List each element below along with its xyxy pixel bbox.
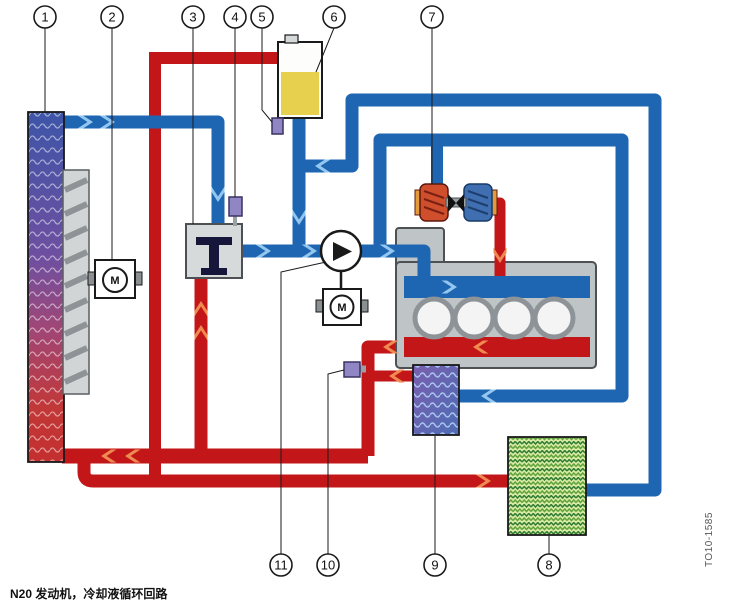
callout-number: 10 <box>321 558 335 573</box>
callout-number: 4 <box>231 10 238 25</box>
callout-number: 6 <box>330 10 337 25</box>
pipe-outer-cold-loop <box>302 93 662 497</box>
callout-circle <box>100 5 124 29</box>
callout-8: 8 <box>537 553 561 577</box>
callouts-bottom: 11 10 9 8 <box>269 553 561 577</box>
callout-7: 7 <box>420 5 444 29</box>
sensor-10 <box>343 361 361 378</box>
callout-circle <box>223 5 247 29</box>
callout-number: 1 <box>41 10 48 25</box>
callout-leader-lines <box>44 27 550 554</box>
thermostat-symbol <box>196 237 232 245</box>
expansion-tank <box>277 34 323 119</box>
pipe-hot-to-heat-exchanger-8 <box>77 456 508 488</box>
callout-5: 5 <box>250 5 274 29</box>
sensor-5 <box>271 117 284 135</box>
turbocharger <box>414 183 498 222</box>
engine-cylinders <box>412 296 576 340</box>
callouts-top: 1 2 3 4 5 6 7 <box>33 5 444 29</box>
heat-exchanger-8 <box>507 436 587 536</box>
callout-number: 11 <box>274 558 288 573</box>
callout-4: 4 <box>223 5 247 29</box>
callout-11: 11 <box>269 553 293 577</box>
callout-circle <box>537 553 561 577</box>
cylinder <box>492 296 536 340</box>
leader-line <box>261 28 273 123</box>
cylinder <box>412 296 456 340</box>
turbo-shaft <box>445 197 467 208</box>
pipe-main-feed <box>240 244 431 284</box>
fan-motor-label: M <box>110 275 119 287</box>
callout-number: 9 <box>431 558 438 573</box>
callout-number: 7 <box>428 10 435 25</box>
pump-motor: M <box>315 288 369 326</box>
electric-coolant-pump <box>319 229 363 290</box>
callout-1: 1 <box>33 5 57 29</box>
tank-cap <box>284 34 299 44</box>
pipe-engine-hot-outlet <box>361 340 404 456</box>
callout-2: 2 <box>100 5 124 29</box>
pipe-inner-cold-loop <box>373 133 629 403</box>
leader-line <box>280 261 327 554</box>
coolant-level <box>281 72 319 115</box>
callout-circle <box>250 5 274 29</box>
callout-9: 9 <box>423 553 447 577</box>
callout-circle <box>420 5 444 29</box>
callout-circle <box>423 553 447 577</box>
engine-hot-gallery <box>404 337 590 357</box>
figure-caption: N20 发动机，冷却液循环回路 <box>10 587 168 601</box>
motor-icon <box>102 267 128 293</box>
callout-circle <box>316 553 340 577</box>
leader-line <box>315 27 335 73</box>
callout-number: 8 <box>545 558 552 573</box>
callout-circle <box>269 553 293 577</box>
callout-circle <box>322 5 346 29</box>
callout-number: 3 <box>189 10 196 25</box>
cylinder <box>532 296 576 340</box>
thermostat <box>185 223 243 279</box>
figure-reference-number: TO10-1585 <box>704 512 715 567</box>
callout-circle <box>33 5 57 29</box>
electric-fan <box>62 169 96 395</box>
callout-circle <box>181 5 205 29</box>
leader-line <box>327 369 345 554</box>
fan-blades <box>63 177 89 385</box>
callout-3: 3 <box>181 5 205 29</box>
callout-number: 2 <box>108 10 115 25</box>
callout-10: 10 <box>316 553 340 577</box>
motor-icon <box>329 294 355 320</box>
pipe-tank-return-hot <box>149 52 278 481</box>
pump-motor-label: M <box>337 302 346 314</box>
fan-motor: M <box>87 259 143 299</box>
radiator <box>27 111 65 463</box>
cylinder <box>452 296 496 340</box>
callout-number: 5 <box>258 10 265 25</box>
sensor-4 <box>228 196 243 217</box>
engine-cold-gallery <box>404 276 590 298</box>
heat-exchanger-9 <box>412 364 460 436</box>
callout-6: 6 <box>322 5 346 29</box>
